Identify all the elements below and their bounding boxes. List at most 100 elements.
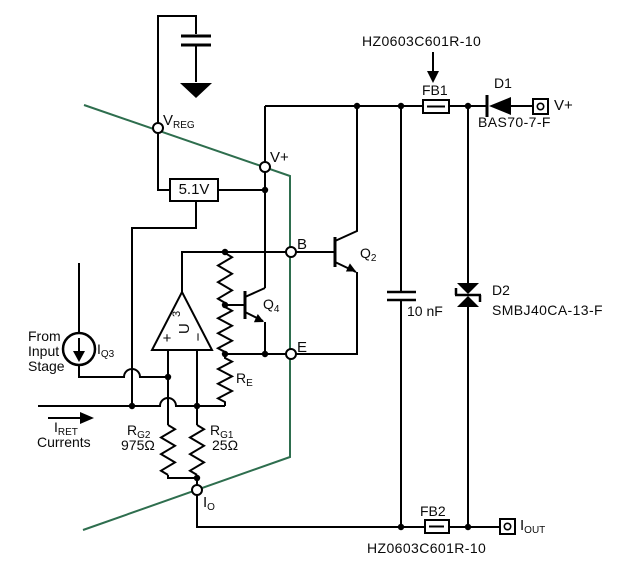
junction-dot xyxy=(261,186,269,194)
vplus-terminal-label: V+ xyxy=(554,97,573,114)
pin-io xyxy=(191,484,203,496)
re-label: RE xyxy=(236,371,253,391)
tvs-diode-d2 xyxy=(454,283,482,307)
d2-bottom-triangle xyxy=(457,296,479,307)
iret-arrow-head xyxy=(80,412,94,424)
opamp-plus-sign: + xyxy=(163,330,172,347)
cap10nf-value: 10 nF xyxy=(407,303,443,319)
junction-dot xyxy=(464,523,472,531)
vplus-terminal-circle xyxy=(536,102,545,111)
io-label-main: I xyxy=(203,494,208,511)
rg2-value: 975Ω xyxy=(121,437,155,453)
rg1-resistor xyxy=(188,424,206,476)
q2-label: Q2 xyxy=(360,246,376,266)
rg1-label: RG1 xyxy=(210,423,233,443)
q2-collector xyxy=(334,106,358,242)
vplus-terminal-box xyxy=(532,98,549,115)
rg2-label-main: R xyxy=(127,422,138,438)
transistor-q2 xyxy=(333,237,356,272)
iout-terminal-circle xyxy=(503,522,512,531)
bias-resistor-upper xyxy=(216,252,234,304)
pin-vreg xyxy=(152,122,164,134)
fb2-ref-label: FB2 xyxy=(420,503,446,519)
junction-dot xyxy=(193,402,201,410)
fb2-part-label: HZ0603C601R-10 xyxy=(367,540,487,556)
rg2-label: RG2 xyxy=(127,423,150,443)
opamp-designator-sub: 3 xyxy=(171,311,183,317)
q4-emitter-arrow xyxy=(253,314,264,323)
annotation-arrows xyxy=(48,52,439,424)
current-source-arrow-head xyxy=(73,351,85,362)
d2-part-label: SMBJ40CA-13-F xyxy=(492,302,604,318)
iret-caption: Currents xyxy=(37,434,91,450)
current-source-iq3 xyxy=(61,331,97,367)
ferrite-bead-fb2 xyxy=(424,519,450,534)
iret-rail xyxy=(38,397,225,407)
junction-dot xyxy=(464,102,472,110)
iret-label-main: I xyxy=(54,419,58,435)
d1-triangle xyxy=(489,97,511,115)
regulator-box xyxy=(169,178,219,202)
current-source-bottom-lead xyxy=(78,365,168,378)
stage-line: Stage xyxy=(28,358,65,374)
d2-ref-label: D2 xyxy=(492,282,510,298)
cap10nf-plates xyxy=(387,290,416,302)
junction-dot xyxy=(353,102,361,110)
fb1-part-label: HZ0603C601R-10 xyxy=(362,33,482,49)
from-line: From xyxy=(28,328,61,344)
iq3-label-main: I xyxy=(97,341,101,357)
vreg-label-sub: REG xyxy=(173,120,195,131)
rg1-label-main: R xyxy=(210,422,221,438)
iout-terminal xyxy=(499,518,516,535)
junction-dot xyxy=(397,102,405,110)
junction-dot xyxy=(397,523,405,531)
fb1-ref-label: FB1 xyxy=(422,82,448,98)
vreg-wire xyxy=(157,15,197,191)
vplus-pin-label: V+ xyxy=(270,149,289,166)
rg1-value: 25Ω xyxy=(212,437,239,453)
bottom-rail xyxy=(196,475,500,528)
junction-dot xyxy=(193,474,201,482)
rg2-resistor xyxy=(159,424,177,476)
fb1-callout-arrow-head xyxy=(427,71,439,83)
iout-terminal-label: IOUT xyxy=(520,518,545,538)
regulator-5v1 xyxy=(169,178,219,202)
opamp-triangle xyxy=(150,289,214,351)
ic-boundary-line xyxy=(82,104,291,531)
d2-bar xyxy=(454,288,482,302)
iret-label-sub: RET xyxy=(57,427,78,438)
opamp-designator: U xyxy=(176,323,193,334)
q2-label-main: Q xyxy=(360,245,371,261)
q4-label-sub: 4 xyxy=(273,304,280,315)
io-label-sub: O xyxy=(207,502,215,513)
q4-label: Q4 xyxy=(263,297,279,317)
iq3-label-sub: Q3 xyxy=(100,349,115,360)
b-pin-label: B xyxy=(297,236,308,253)
pin-b xyxy=(285,246,297,258)
bypass-cap-plates xyxy=(181,34,211,47)
iret-label: IRET xyxy=(54,420,78,440)
opamp-output-to-b xyxy=(181,251,286,292)
q4-label-main: Q xyxy=(263,296,274,312)
junction-dots xyxy=(128,102,472,531)
junction-dot xyxy=(221,350,229,358)
d1-part-label: BAS70-7-F xyxy=(478,114,551,130)
transistor-q4 xyxy=(243,291,264,323)
vreg-label: VREG xyxy=(163,113,195,133)
iq3-label: IQ3 xyxy=(97,342,114,362)
d2-top-triangle xyxy=(457,283,479,294)
vreg-label-main: V xyxy=(163,112,174,129)
junction-dot xyxy=(221,301,229,309)
pin-e xyxy=(285,348,297,360)
bias-resistor-lower xyxy=(215,306,235,354)
d1-ref-label: D1 xyxy=(494,75,512,91)
e-pin-label: E xyxy=(297,339,308,356)
rg-bottom-bus xyxy=(167,475,197,479)
re-resistor xyxy=(215,354,235,406)
diode-d1 xyxy=(485,95,511,117)
regulator-value: 5.1V xyxy=(178,181,210,198)
ic-pins xyxy=(152,122,297,496)
